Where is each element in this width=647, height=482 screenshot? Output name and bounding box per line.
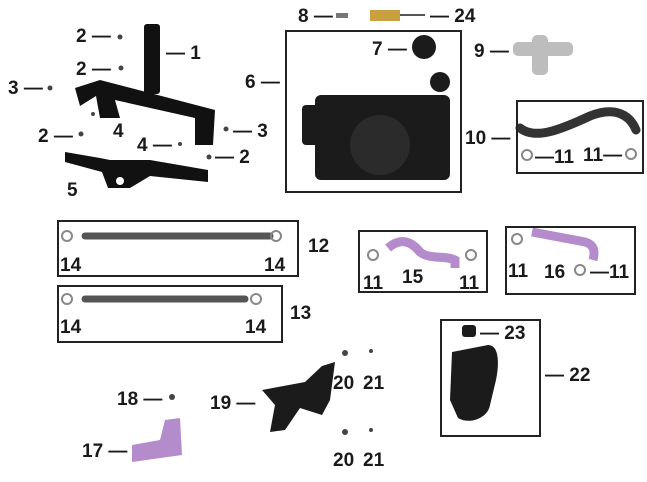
callout-3: — 3 [233, 121, 268, 142]
callout-8: 8 — [298, 6, 333, 27]
hose-10-box [516, 100, 644, 174]
hose-part-15 [385, 237, 460, 268]
clip-part-8 [336, 13, 348, 18]
callout-15: 15 [402, 267, 424, 288]
callout-6: 6 — [245, 72, 280, 93]
callout-4: 4 — [137, 135, 172, 156]
pipe-13-box [57, 285, 283, 343]
hardware [47, 34, 373, 435]
callout-17: 17 — [82, 441, 128, 462]
reservoir-part-22 [450, 345, 498, 421]
callout-21: 21 [363, 450, 385, 471]
callout-3: 3 — [8, 78, 43, 99]
hose-clamps [61, 148, 637, 305]
callout-18: 18 — [117, 389, 163, 410]
callout-14: 14 [245, 317, 267, 338]
callout-4: 4 [113, 121, 124, 142]
callout-16: 16 [544, 262, 566, 283]
callout-11: —11 [535, 147, 575, 168]
callout-10: 10 — [465, 128, 511, 149]
callout-12: 12 [308, 236, 330, 257]
callout-2: — 2 [215, 147, 250, 168]
pipe-12-box [57, 220, 299, 277]
callout-20: 20 [333, 450, 355, 471]
callout-20: 20 [333, 373, 355, 394]
hose-part-16 [531, 227, 599, 262]
callout-2: 2 — [76, 59, 111, 80]
callout-5: 5 [67, 180, 78, 201]
callout-21: 21 [363, 373, 385, 394]
bracket-part-1 [75, 24, 215, 145]
bracket-part-5 [65, 152, 208, 188]
tee-part-9 [513, 35, 573, 75]
callout-11: —11 [590, 262, 630, 283]
radiator-part-6 [302, 72, 450, 180]
callout-1: — 1 [166, 43, 201, 64]
reservoir-cap-part-23 [462, 325, 476, 337]
callout-14: 14 [264, 255, 286, 276]
callout-14: 14 [60, 317, 82, 338]
hose-part-10 [515, 107, 641, 138]
temp-sensor-part-24 [370, 10, 400, 21]
radiator-box [285, 30, 462, 193]
bracket-part-19 [262, 362, 335, 432]
callout-11: 11— [583, 145, 623, 166]
bracket-part-17 [132, 418, 182, 462]
callout-2: 2 — [76, 26, 111, 47]
callout-2: 2 — [38, 126, 73, 147]
callout-9: 9 — [474, 41, 509, 62]
hose-16-box [505, 226, 636, 295]
callout-13: 13 [290, 303, 312, 324]
radiator-cap-part-7 [412, 35, 436, 59]
callout-11: 11 [459, 273, 480, 294]
callout-14: 14 [60, 255, 82, 276]
callout-11: 11 [508, 261, 529, 282]
callout-22: — 22 [545, 365, 591, 386]
hose-15-box [358, 230, 488, 293]
callout-11: 11 [363, 273, 384, 294]
callout-24: — 24 [430, 6, 476, 27]
callout-23: — 23 [480, 323, 526, 344]
callout-19: 19 — [210, 393, 256, 414]
callout-7: 7 — [372, 39, 407, 60]
reservoir-box [440, 319, 541, 437]
